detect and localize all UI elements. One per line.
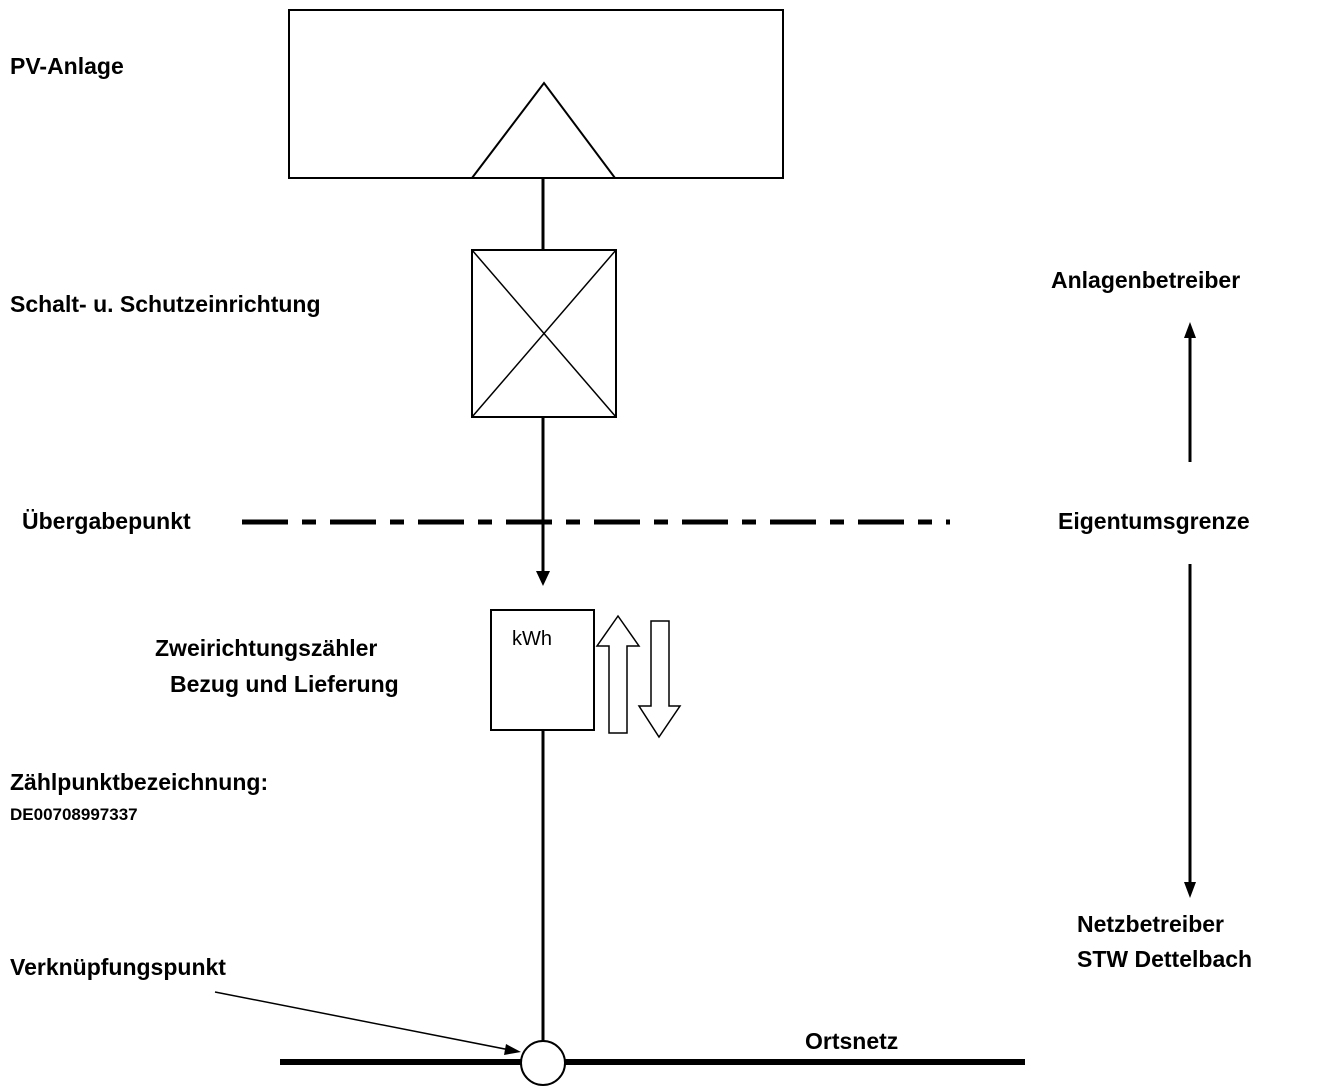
grid-operator-label-line2: STW Dettelbach <box>1077 946 1252 972</box>
meter-unit-label: kWh <box>512 628 552 650</box>
plant-operator-label: Anlagenbetreiber <box>1051 267 1240 293</box>
pv-installation-label: PV-Anlage <box>10 53 124 79</box>
connection-point-pointer-head <box>504 1044 521 1055</box>
local-grid-label: Ortsnetz <box>805 1028 898 1054</box>
switch-cross-line-2 <box>471 249 617 418</box>
connection-point-circle <box>520 1040 566 1086</box>
grid-operator-down-arrow-head <box>1184 882 1196 898</box>
grid-operator-label-line1: Netzbetreiber <box>1077 911 1224 937</box>
connection-point-pointer <box>214 991 511 1051</box>
meter-label-line2: Bezug und Lieferung <box>170 671 399 697</box>
operator-up-arrow-head <box>1184 322 1196 338</box>
pv-triangle-symbol <box>469 81 617 179</box>
hollow-down-arrow <box>637 620 682 739</box>
metering-point-id: DE00708997337 <box>10 805 138 824</box>
ownership-boundary-label: Eigentumsgrenze <box>1058 508 1250 534</box>
switch-protection-label: Schalt- u. Schutzeinrichtung <box>10 291 321 317</box>
transfer-point-label: Übergabepunkt <box>22 508 191 534</box>
down-arrow-head <box>536 571 550 586</box>
hollow-up-arrow <box>595 614 641 734</box>
metering-point-label: Zählpunktbezeichnung: <box>10 769 268 795</box>
meter-label-line1: Zweirichtungszähler <box>155 635 377 661</box>
connection-point-label: Verknüpfungspunkt <box>10 954 226 980</box>
